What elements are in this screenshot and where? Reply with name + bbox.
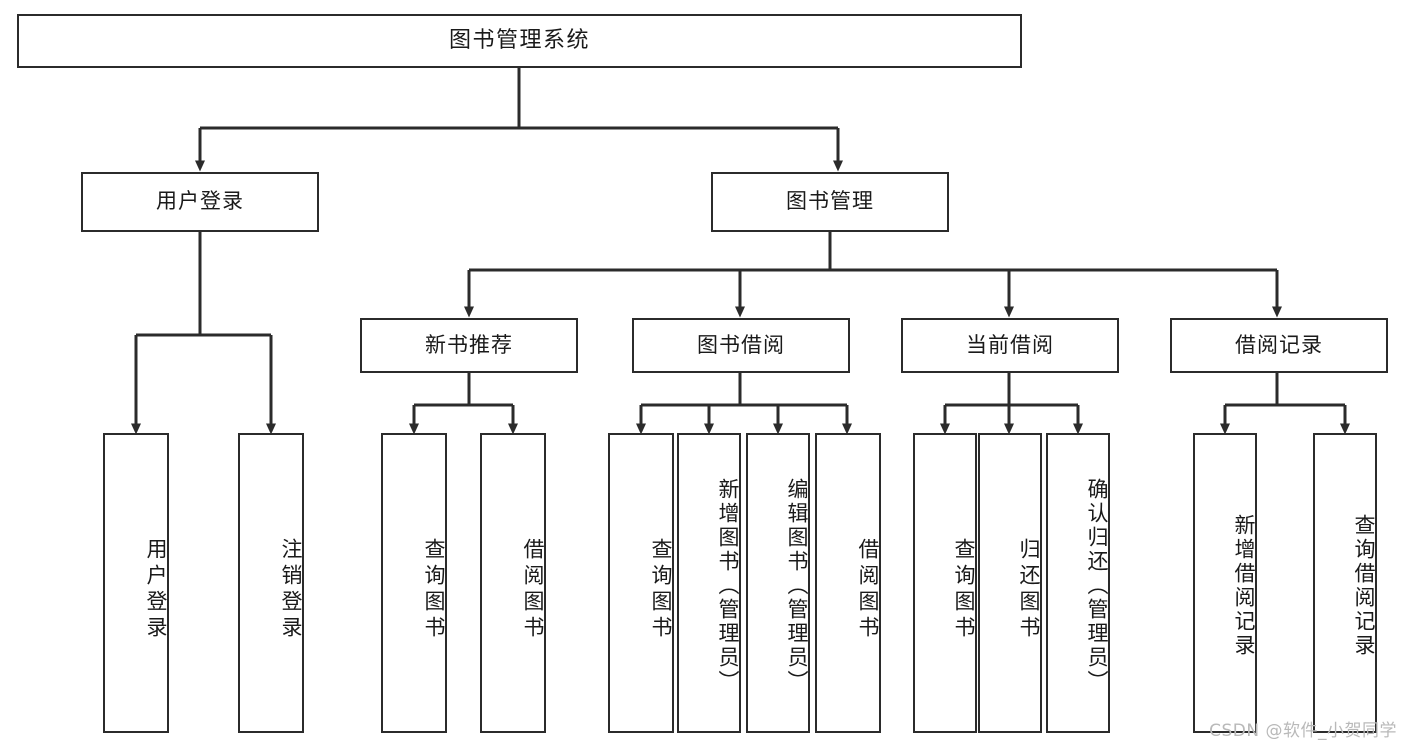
watermark: CSDN @软件_小贺同学: [1209, 721, 1397, 741]
leaf-new-book-borrow[interactable]: 借阅图书: [480, 433, 546, 733]
node-root[interactable]: 图书管理系统: [17, 14, 1022, 68]
leaf-borrow-add-book-admin[interactable]: 新增图书（管理员）: [677, 433, 741, 733]
leaf-borrow-query-book[interactable]: 查询图书: [608, 433, 674, 733]
node-borrow-record[interactable]: 借阅记录: [1170, 318, 1388, 373]
leaf-current-confirm-return-admin[interactable]: 确认归还（管理员）: [1046, 433, 1110, 733]
node-book-management[interactable]: 图书管理: [711, 172, 949, 232]
node-new-book-recommend[interactable]: 新书推荐: [360, 318, 578, 373]
node-book-borrow[interactable]: 图书借阅: [632, 318, 850, 373]
leaf-record-add-record[interactable]: 新增借阅记录: [1193, 433, 1257, 733]
node-current-borrow[interactable]: 当前借阅: [901, 318, 1119, 373]
leaf-record-query-record[interactable]: 查询借阅记录: [1313, 433, 1377, 733]
leaf-new-book-query[interactable]: 查询图书: [381, 433, 447, 733]
leaf-user-login-login[interactable]: 用户登录: [103, 433, 169, 733]
leaf-borrow-edit-book-admin[interactable]: 编辑图书（管理员）: [746, 433, 810, 733]
leaf-borrow-borrow-book[interactable]: 借阅图书: [815, 433, 881, 733]
node-user-login[interactable]: 用户登录: [81, 172, 319, 232]
leaf-current-return-book[interactable]: 归还图书: [978, 433, 1042, 733]
leaf-user-login-logout[interactable]: 注销登录: [238, 433, 304, 733]
leaf-current-query-book[interactable]: 查询图书: [913, 433, 977, 733]
